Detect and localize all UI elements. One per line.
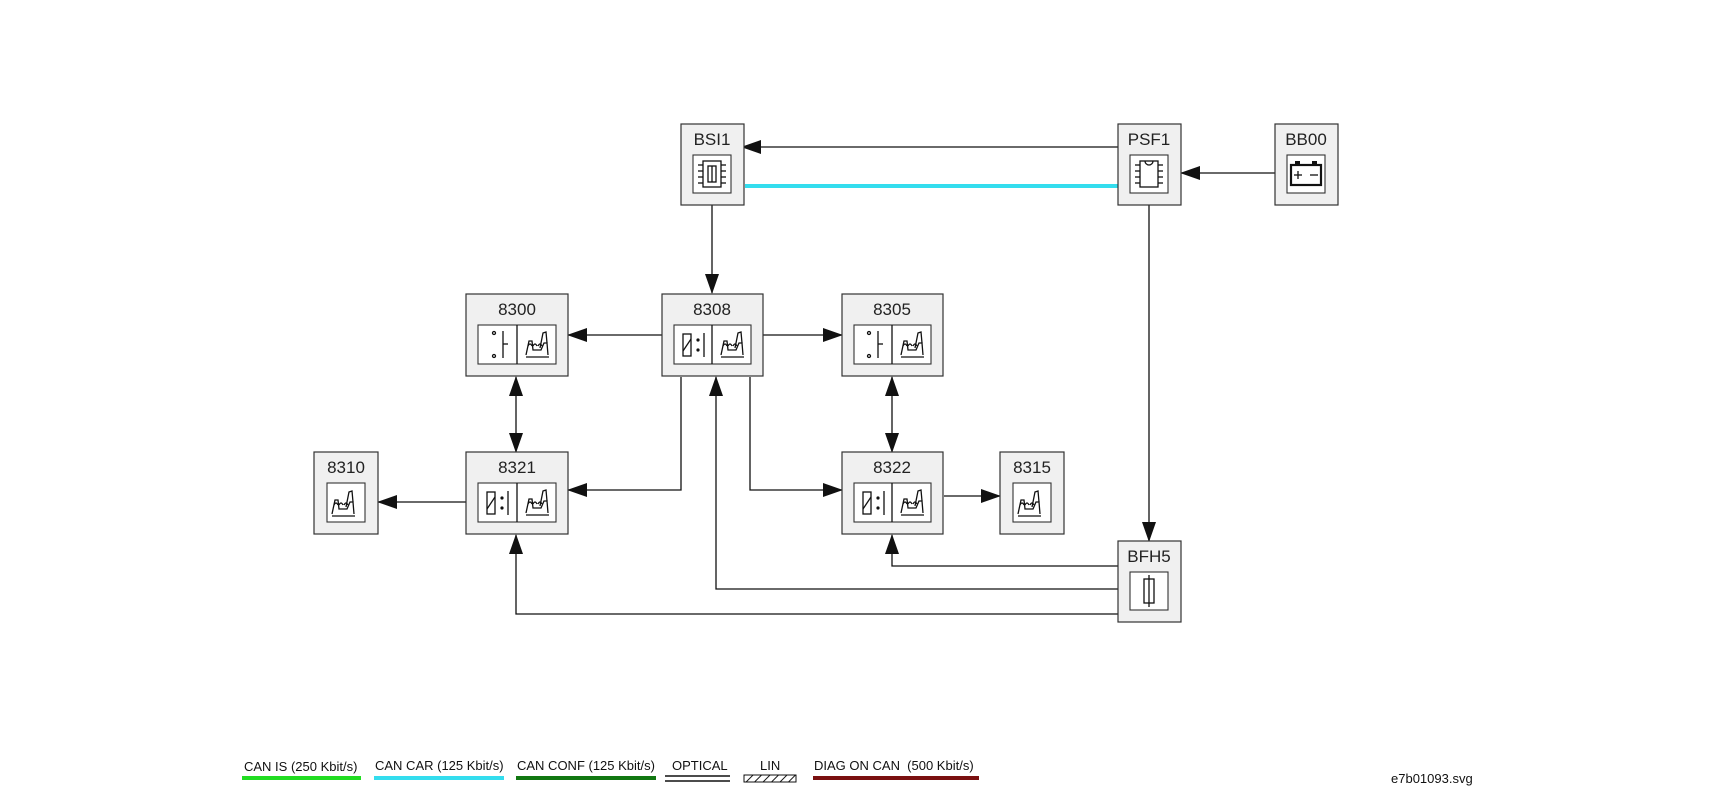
fuse-icon [1129,571,1169,611]
file-name: e7b01093.svg [1391,771,1473,786]
node-bfh5-label: BFH5 [1127,547,1170,566]
wire-bfh5-to-8321 [509,534,1118,615]
wire-bfh5-to-8308 [709,376,1118,590]
node-8305[interactable]: 8305 [841,293,944,377]
node-8308-label: 8308 [693,300,731,319]
node-bfh5[interactable]: BFH5 [1117,540,1182,623]
legend-item-diag-on-can: DIAG ON CAN (500 Kbit/s) [813,758,979,780]
node-8321-label: 8321 [498,458,536,477]
connections [377,140,1275,615]
node-8322-label: 8322 [873,458,911,477]
node-bsi1-label: BSI1 [694,130,731,149]
node-psf1-label: PSF1 [1128,130,1171,149]
relay-seat-heater-icon [477,482,557,523]
chip-icon [1129,154,1169,194]
node-bsi1[interactable]: BSI1 [680,123,745,206]
legend-label: CAN CONF (125 Kbit/s) [517,758,655,773]
legend-item-can-car: CAN CAR (125 Kbit/s) [374,758,504,780]
node-8322[interactable]: 8322 [841,451,944,535]
legend-label: DIAG ON CAN (500 Kbit/s) [814,758,974,773]
node-8300-label: 8300 [498,300,536,319]
battery-icon [1286,154,1326,194]
legend-label: LIN [760,758,780,773]
node-psf1[interactable]: PSF1 [1117,123,1182,206]
seat-heater-icon [326,482,366,523]
node-bb00[interactable]: BB00 [1274,123,1339,206]
node-8321[interactable]: 8321 [465,451,569,535]
wire-8308-to-8321 [567,377,682,497]
wire-8308-to-8322 [749,377,843,497]
seat-heater-icon [1012,482,1052,523]
legend-item-can-conf: CAN CONF (125 Kbit/s) [516,758,656,780]
node-8308[interactable]: 8308 [661,293,764,377]
switch-seat-heater-icon [477,324,557,365]
legend-label: CAN CAR (125 Kbit/s) [375,758,504,773]
node-8300[interactable]: 8300 [465,293,569,377]
fuse-chip-icon [692,154,732,194]
legend-label: OPTICAL [672,758,728,773]
legend-label: CAN IS (250 Kbit/s) [244,759,357,774]
relay-seat-heater-icon [853,482,932,523]
wire-bfh5-to-8322 [885,534,1118,567]
relay-seat-heater-icon [673,324,752,365]
node-8305-label: 8305 [873,300,911,319]
legend-item-optical: OPTICAL [665,758,730,782]
legend-item-can-is: CAN IS (250 Kbit/s) [242,759,361,780]
node-8315[interactable]: 8315 [999,451,1065,535]
legend-item-lin: LIN [743,758,797,783]
node-8310[interactable]: 8310 [313,451,379,535]
node-8315-label: 8315 [1013,458,1051,477]
node-8310-label: 8310 [327,458,365,477]
legend: CAN IS (250 Kbit/s) CAN CAR (125 Kbit/s)… [242,758,979,783]
switch-seat-heater-icon [853,324,932,365]
node-bb00-label: BB00 [1285,130,1327,149]
